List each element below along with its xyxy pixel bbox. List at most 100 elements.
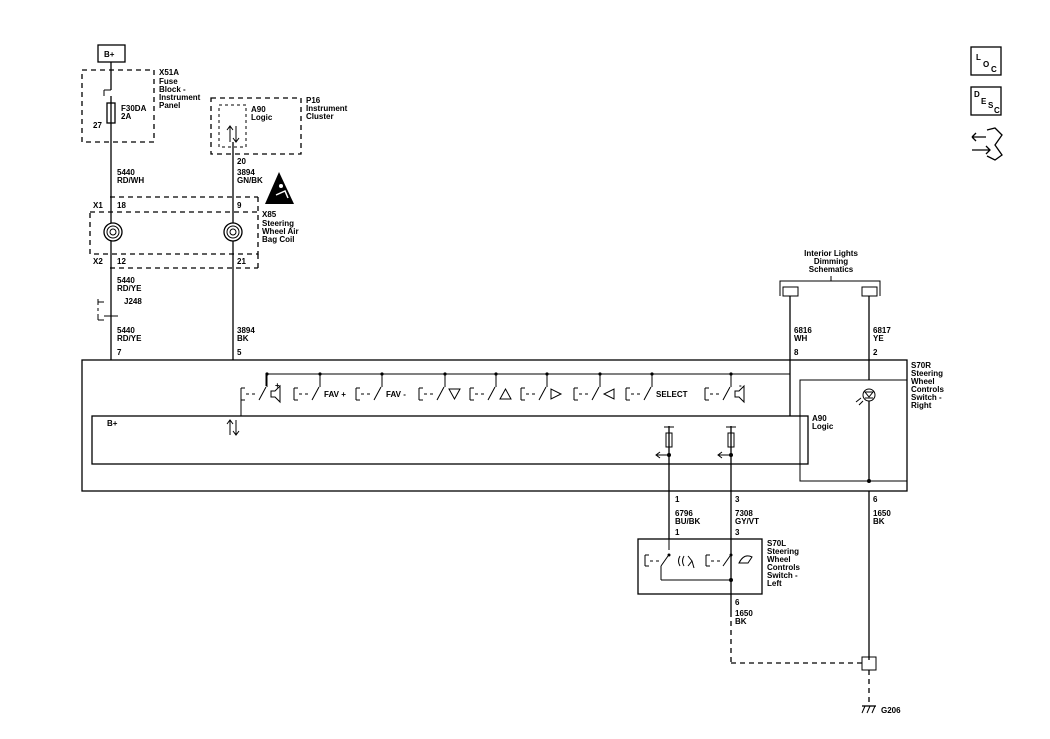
fav-minus-switch[interactable]: FAV - [355,372,406,401]
seek-down-switch[interactable] [418,372,461,401]
svg-text:L[interactable]: L [976,53,981,62]
next-switch[interactable] [520,372,563,401]
wire-6817-color: YE [873,334,884,343]
select-switch-label[interactable]: SELECT [656,390,688,399]
a90-ref: A90 [812,414,827,423]
a90-logic-box [91,415,809,465]
a90-bplus: B+ [107,419,118,428]
svg-text:C[interactable]: C [994,106,1000,115]
wire-7308-pin-bottom: 3 [735,528,740,537]
resistor-icon [655,426,674,459]
wire-5440-circuit: 5440 [117,168,135,177]
fav-minus-switch-label[interactable]: FAV - [386,390,406,399]
fuse-name: F30DA [121,104,147,113]
backlight-lamp-icon [855,388,876,406]
speaker-icon [734,384,745,404]
fuse-rating: 2A [121,112,131,121]
wire-5440b-circuit: 5440 [117,276,135,285]
dimming-label-3[interactable]: Schematics [809,265,854,274]
cluster-logic-label: Logic [251,113,273,122]
resistor-icon [717,426,736,459]
wire-6817-pin: 2 [873,348,878,357]
fuse-block-ref: X51A [159,68,179,77]
wire-6816-circuit: 6816 [794,326,812,335]
s70l-label-3: Controls [767,563,800,572]
wire-6796-circuit: 6796 [675,509,693,518]
dimming-label-1[interactable]: Interior Lights [804,249,858,258]
wire-5440c-circuit: 5440 [117,326,135,335]
wire-5440c-color: RD/YE [117,334,142,343]
wire-1650l-color: BK [735,617,747,626]
svg-text:E[interactable]: E [981,97,987,106]
s70r-label-4: Switch - [911,393,942,402]
coil-label-1: Steering [262,219,294,228]
triangle-right-icon [550,388,563,400]
coil-x1: X1 [93,201,103,210]
svg-text:C[interactable]: C [991,65,997,74]
wire-5440-color: RD/WH [117,176,144,185]
s70l-label-2: Wheel [767,555,791,564]
coil-x1-pin-b: 9 [237,201,242,210]
svg-text:+: + [275,381,280,390]
s70r-label-2: Wheel [911,377,935,386]
battery-label: B+ [104,50,115,59]
s70l-label-4: Switch - [767,571,798,580]
wire-3894b-color: BK [237,334,249,343]
coil-x2-pin-b: 21 [237,257,246,266]
select-switch[interactable]: SELECT [625,372,688,401]
splice-ref: J248 [124,297,142,306]
fav-plus-switch[interactable]: FAV + [293,372,346,401]
airbag-coil: X1 18 9 X2 12 21 X85 Steering Wheel Air … [89,196,299,269]
cluster-pin: 20 [237,157,246,166]
wire-6816-color: WH [794,334,808,343]
wire-1650l-circuit: 1650 [735,609,753,618]
a90-label: Logic [812,422,834,431]
connector-icon[interactable] [971,127,1003,161]
location-icon[interactable]: L O C [970,46,1002,76]
voice-icon [678,555,685,567]
s70l-label-5: Left [767,579,782,588]
dimming-label-2[interactable]: Dimming [814,257,848,266]
svg-text:D[interactable]: D [974,90,980,99]
cluster-ref: P16 [306,96,321,105]
battery-terminal: B+ [97,44,126,63]
svg-text:-: - [739,381,742,390]
s70r-ref: S70R [911,361,931,370]
wire-6796-pin-bottom: 1 [675,528,680,537]
cluster-label-2: Cluster [306,112,334,121]
s70r-label-3: Controls [911,385,944,394]
fuse-pin: 27 [93,121,102,130]
phone-hangup-switch[interactable] [705,553,753,567]
instrument-cluster: P16 Instrument Cluster A90 Logic [210,96,348,155]
voice-command-switch[interactable] [644,553,695,581]
s70r-label-5: Right [911,401,932,410]
fuse-block-label-1: Fuse [159,77,178,86]
svg-text:S[interactable]: S [988,101,994,110]
wire-7308-color: GY/VT [735,517,759,526]
steering-switch-right: S70R Steering Wheel Controls Switch - Ri… [81,359,944,492]
svg-text:O[interactable]: O [983,60,989,69]
description-icon[interactable]: D E S C [970,86,1002,116]
wire-6817-circuit: 6817 [873,326,891,335]
fuse-block-label-4: Panel [159,101,180,110]
volume-up-switch[interactable]: + [240,372,281,404]
wire-1650r-circuit: 1650 [873,509,891,518]
fav-plus-switch-label[interactable]: FAV + [324,390,346,399]
wire-3894-color: GN/BK [237,176,263,185]
speaker-icon [270,384,281,404]
wire-5440b-color: RD/YE [117,284,142,293]
wire-6796-color: BU/BK [675,517,701,526]
previous-switch[interactable] [573,372,615,401]
fuse-block: X51A Fuse Block - Instrument Panel F30DA… [81,68,201,143]
coil-label-3: Bag Coil [262,235,294,244]
ground-ref: G206 [881,706,901,715]
wire-7308-circuit: 7308 [735,509,753,518]
dimming-schematics-reference[interactable]: Interior Lights Dimming Schematics [779,249,881,297]
coil-ref: X85 [262,210,277,219]
seek-up-switch[interactable] [469,372,512,401]
cluster-label-1: Instrument [306,104,348,113]
fuse-block-label-2: Block - [159,85,186,94]
volume-down-switch[interactable]: - [704,372,745,404]
wire-1650l-pin: 6 [735,598,740,607]
bidirectional-arrow-icon [226,419,240,436]
